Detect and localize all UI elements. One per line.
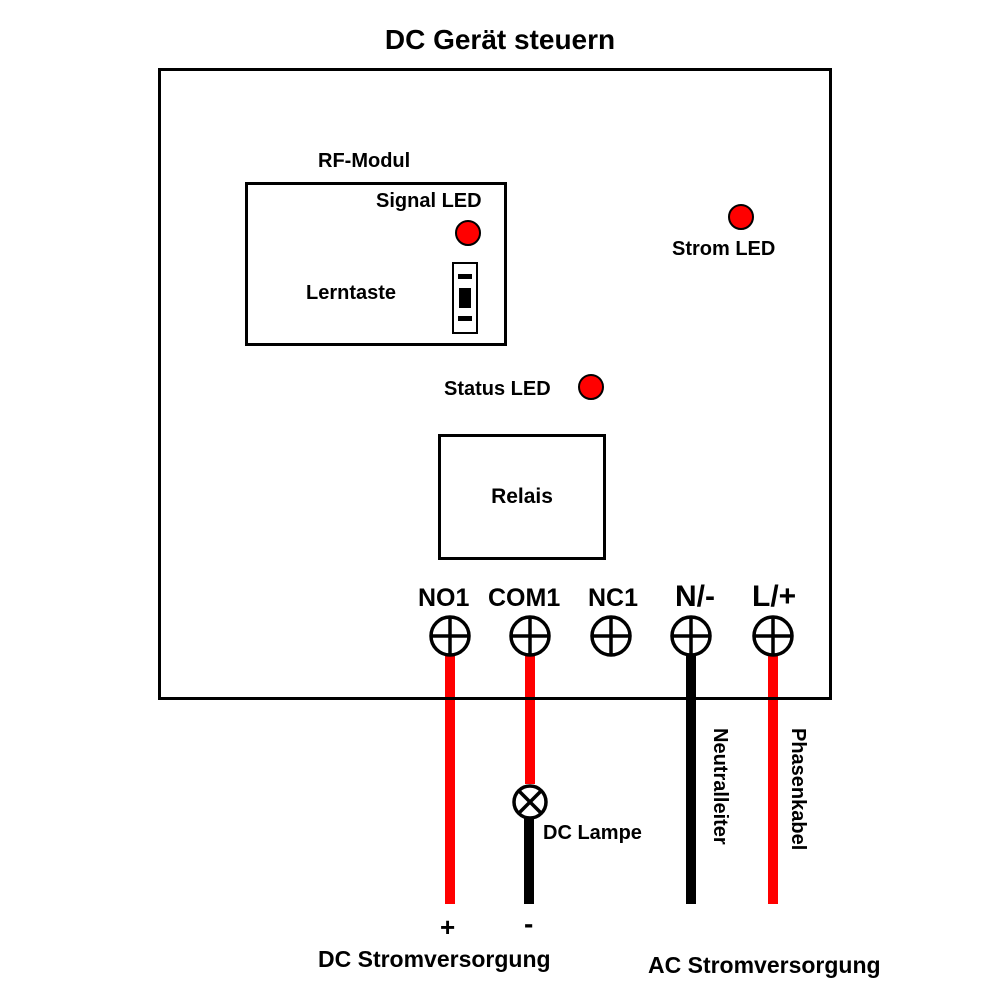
ac-supply-label: AC Stromversorgung bbox=[648, 952, 881, 978]
status-led bbox=[578, 374, 604, 400]
terminal-label-com1: COM1 bbox=[488, 584, 561, 612]
wire-com1-black bbox=[524, 818, 534, 904]
diagram-title: DC Gerät steuern bbox=[384, 24, 616, 55]
terminal-label-no1: NO1 bbox=[418, 584, 470, 612]
dc-lamp-icon bbox=[512, 784, 548, 820]
terminal-label-n: N/- bbox=[675, 580, 715, 613]
dc-plus-label: + bbox=[440, 912, 456, 942]
learn-button-label: Lerntaste bbox=[306, 282, 397, 304]
wire-com1-red bbox=[525, 656, 535, 784]
terminal-screw-nc1-icon bbox=[590, 615, 632, 657]
terminal-screw-l-icon bbox=[752, 615, 794, 657]
terminal-screw-com1-icon bbox=[509, 615, 551, 657]
relay-label: Relais bbox=[491, 485, 553, 508]
signal-led-label: Signal LED bbox=[376, 190, 482, 212]
wire-neutral bbox=[686, 656, 696, 904]
terminal-label-l: L/+ bbox=[752, 580, 797, 613]
dc-lamp-label: DC Lampe bbox=[543, 822, 642, 844]
learn-button-bar-bottom bbox=[458, 316, 472, 321]
terminal-screw-no1-icon bbox=[429, 615, 471, 657]
phase-wire-label: Phasenkabel bbox=[787, 728, 809, 851]
terminal-label-nc1: NC1 bbox=[588, 584, 639, 612]
signal-led bbox=[455, 220, 481, 246]
dc-minus-label: - bbox=[524, 908, 534, 939]
device-enclosure bbox=[158, 68, 832, 700]
power-led bbox=[728, 204, 754, 230]
learn-button-bar-top bbox=[458, 274, 472, 279]
neutral-wire-label: Neutralleiter bbox=[709, 728, 731, 845]
learn-button-core bbox=[459, 288, 471, 308]
terminal-screw-n-icon bbox=[670, 615, 712, 657]
power-led-label: Strom LED bbox=[672, 238, 776, 260]
learn-button[interactable] bbox=[452, 262, 478, 334]
rf-module-label: RF-Modul bbox=[318, 150, 411, 172]
wire-phase bbox=[768, 656, 778, 904]
dc-supply-label: DC Stromversorgung bbox=[318, 946, 551, 972]
relay bbox=[438, 434, 606, 560]
wire-no1-plus bbox=[445, 656, 455, 904]
status-led-label: Status LED bbox=[444, 378, 551, 400]
